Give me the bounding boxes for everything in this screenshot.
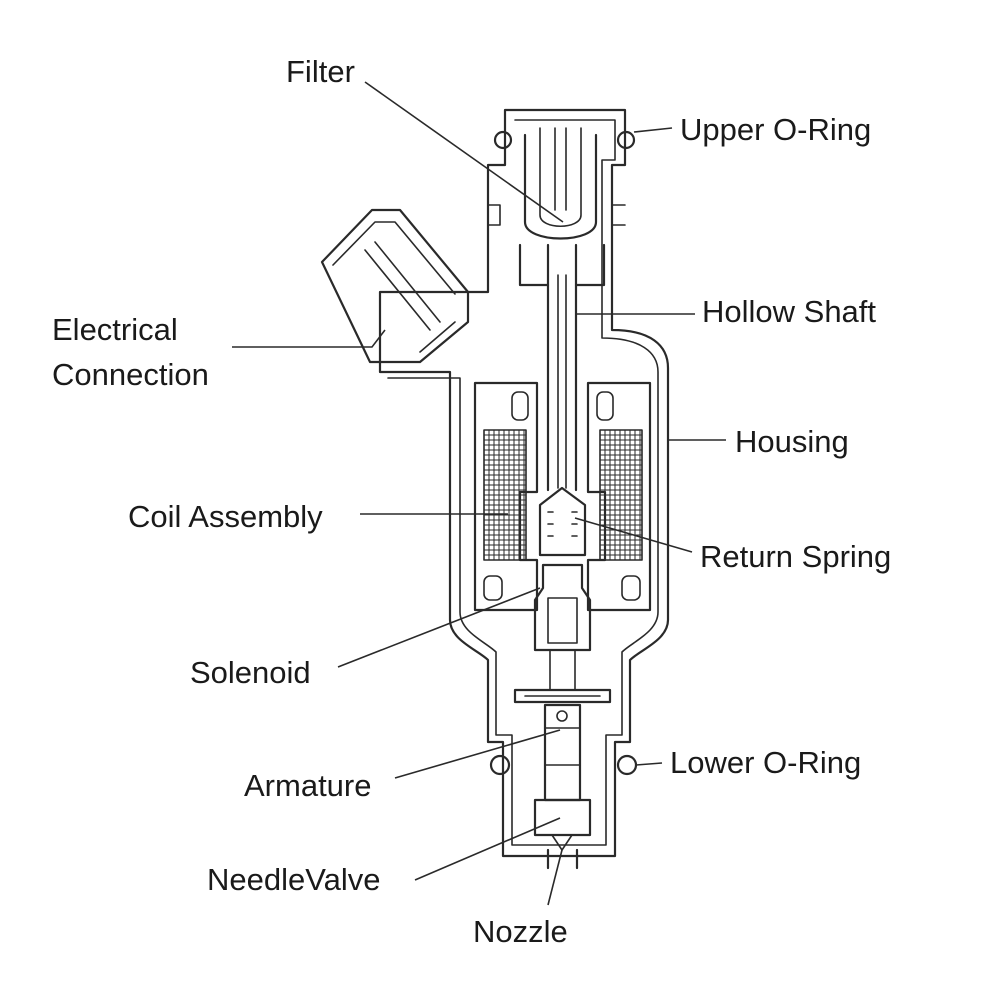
label-electrical-connection-line1: Electrical (52, 312, 178, 347)
leader-return-spring (574, 517, 693, 553)
coil-right-pin (596, 391, 614, 421)
label-nozzle: Nozzle (473, 914, 568, 949)
filter-inner (539, 127, 582, 227)
upper-grooves (487, 204, 626, 226)
return-spring-coils (547, 511, 578, 537)
label-filter: Filter (286, 54, 355, 89)
leader-lines (232, 81, 726, 906)
nozzle-shape (546, 848, 579, 870)
leader-nozzle (547, 849, 563, 906)
leader-upper-o-ring (633, 127, 673, 133)
upper-o-ring-left (493, 130, 513, 150)
label-upper-o-ring: Upper O-Ring (680, 112, 871, 147)
solenoid-plunger (533, 563, 592, 652)
lower-o-ring-left (489, 754, 511, 776)
lower-o-ring-shape (616, 754, 638, 776)
filter-bar (554, 127, 567, 211)
return-spring-housing (538, 486, 587, 557)
solenoid-stem (549, 649, 576, 691)
armature-ball (556, 710, 568, 722)
solenoid-inner (547, 597, 578, 644)
needle-tip (551, 834, 573, 851)
connector-inner (332, 221, 456, 353)
label-lower-o-ring: Lower O-Ring (670, 745, 861, 780)
needle-valve-shape (533, 798, 592, 837)
armature-body (543, 703, 582, 802)
hollow-shaft-bore (557, 274, 567, 489)
electrical-connector-shape (320, 208, 470, 364)
label-coil-assembly: Coil Assembly (128, 499, 323, 534)
housing-inner-outline (387, 119, 659, 846)
coil-left-pin (511, 391, 529, 421)
label-hollow-shaft: Hollow Shaft (702, 294, 876, 329)
leader-solenoid (337, 587, 541, 668)
label-electrical-connection-line2: Connection (52, 357, 209, 392)
shaft-funnel (518, 243, 606, 287)
label-solenoid: Solenoid (190, 655, 311, 690)
leader-filter (364, 81, 564, 223)
label-needle-valve: NeedleValve (207, 862, 380, 897)
armature-segments (544, 727, 581, 766)
leader-needle-valve (414, 817, 561, 881)
coil-left-windings (483, 429, 527, 561)
coil-right-windings (599, 429, 643, 561)
label-return-spring: Return Spring (700, 539, 891, 574)
coil-left-seal (483, 575, 503, 601)
coil-right-seal (621, 575, 641, 601)
labels: Filter Upper O-Ring Hollow Shaft Electri… (52, 54, 891, 949)
label-armature: Armature (244, 768, 371, 803)
spacer-plate (513, 688, 612, 704)
leader-lower-o-ring (635, 762, 663, 766)
injector-body (320, 108, 670, 870)
upper-o-ring-shape (616, 130, 636, 150)
leader-armature (394, 729, 561, 779)
hollow-shaft-shape (546, 243, 578, 492)
filter-shape (523, 133, 598, 240)
leader-electrical-connection (232, 329, 386, 348)
label-housing: Housing (735, 424, 849, 459)
